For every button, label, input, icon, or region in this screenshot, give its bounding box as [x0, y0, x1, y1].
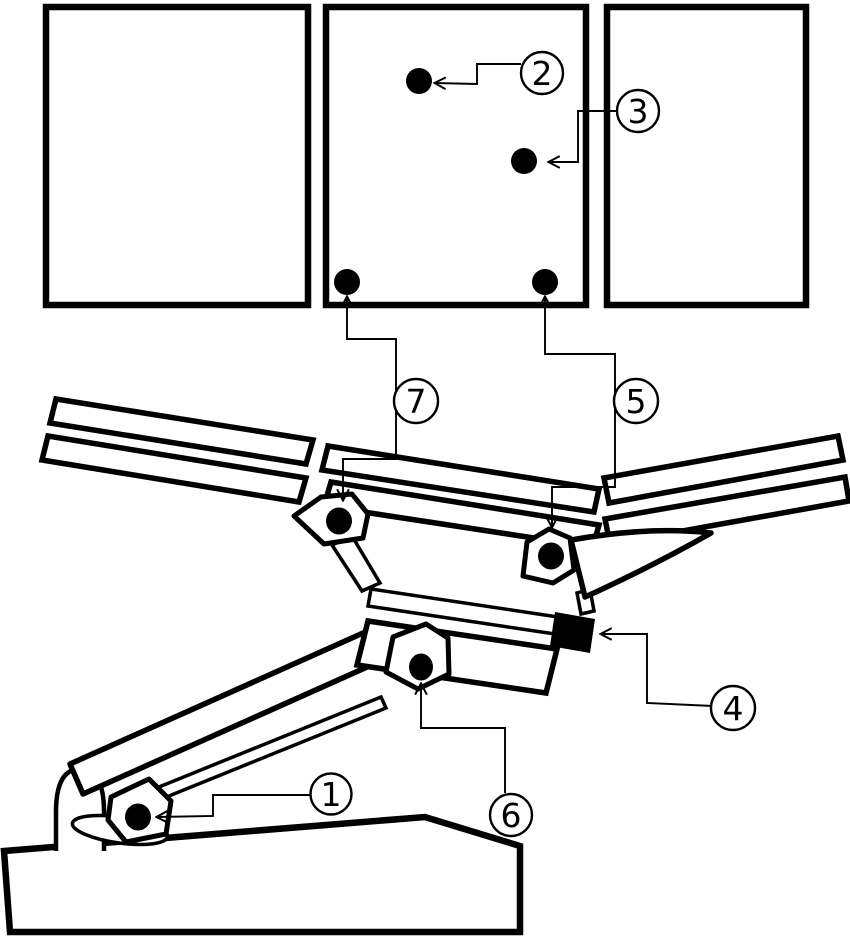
- callout-circle-7: [392, 377, 440, 425]
- callout-circle-3: [615, 88, 661, 134]
- mount-dot-right: [532, 269, 558, 295]
- callout-circle-1: [309, 772, 353, 816]
- beak-bracket: [568, 527, 714, 600]
- callout-label-4: 4: [723, 689, 744, 728]
- leader-line-2: [435, 63, 521, 84]
- base-assembly: [0, 626, 524, 936]
- callout-circle-6: [488, 792, 534, 838]
- callout-label-6: 6: [501, 796, 522, 835]
- wing-assembly: [38, 395, 850, 600]
- right-wing-joint-dot: [538, 542, 564, 570]
- left-wing-inner-bar-1: [318, 442, 603, 516]
- callout-circle-4: [709, 684, 757, 732]
- mount-dot-left: [334, 269, 360, 295]
- display-panels: [42, 3, 810, 309]
- left-display-panel: [42, 3, 312, 309]
- callout-label-2: 2: [532, 54, 553, 93]
- callout-label-5: 5: [626, 382, 647, 421]
- left-wing-outer-bar-2: [38, 432, 310, 506]
- callout-label-1: 1: [321, 775, 342, 814]
- base-joint-dot: [125, 803, 151, 831]
- callout-labels: 1 2 3 4 5 6 7: [309, 50, 757, 838]
- leader-line-5: [545, 297, 616, 527]
- left-wing-outer-bar-1: [46, 395, 317, 468]
- left-neck: [329, 533, 383, 594]
- callout-circle-2: [519, 50, 565, 96]
- callout-label-3: 3: [628, 92, 649, 131]
- left-wing-joint-dot: [326, 507, 352, 535]
- leader-line-3: [549, 110, 618, 162]
- right-display-panel: [603, 3, 810, 309]
- touch-dot-lower: [511, 148, 537, 174]
- elbow-joint-dot: [409, 653, 433, 681]
- leader-line-1: [157, 794, 311, 817]
- tray-assembly: [329, 533, 597, 697]
- touch-dot-upper: [406, 68, 432, 94]
- right-wing-bar-1: [600, 432, 847, 507]
- callout-circle-5: [612, 377, 660, 425]
- leader-line-6: [421, 684, 506, 793]
- callout-label-7: 7: [406, 382, 427, 421]
- connector-block: [550, 612, 595, 653]
- leader-line-4: [601, 634, 714, 707]
